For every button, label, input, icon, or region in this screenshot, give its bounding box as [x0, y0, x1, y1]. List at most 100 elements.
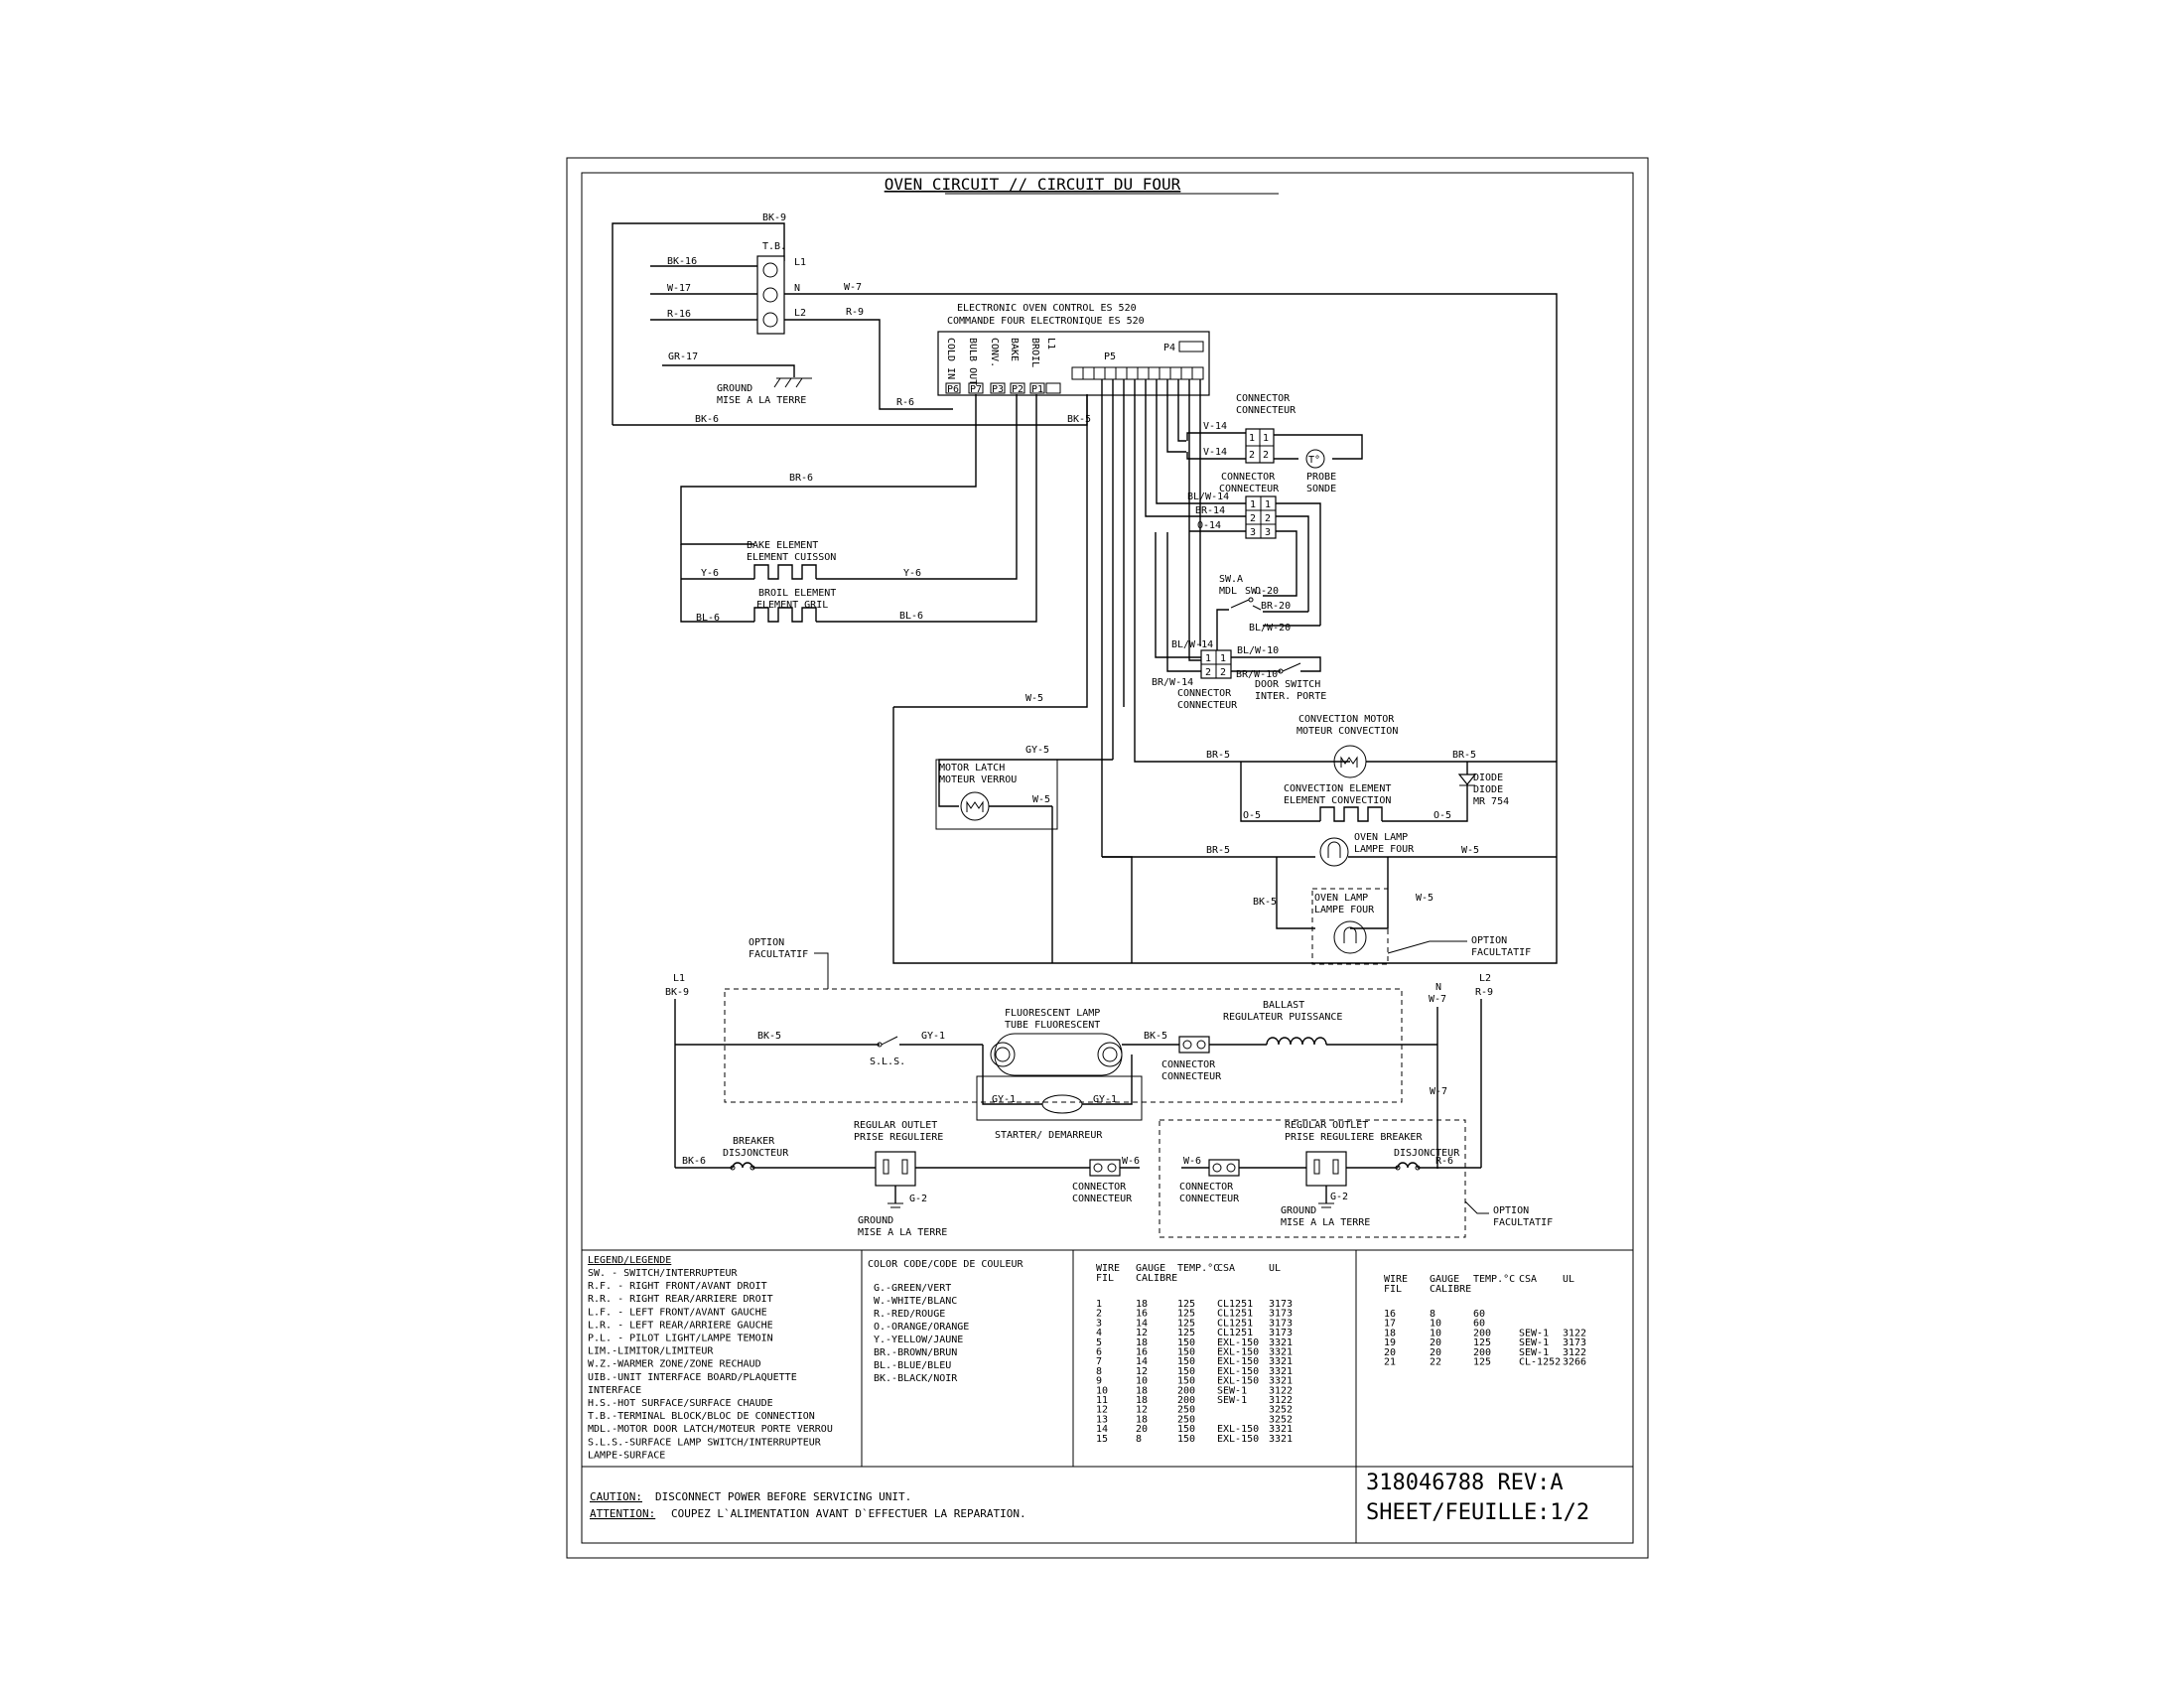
svg-text:CONVECTION ELEMENT: CONVECTION ELEMENT: [1284, 783, 1391, 794]
svg-text:BR-20: BR-20: [1261, 601, 1291, 612]
svg-text:P4: P4: [1163, 343, 1175, 353]
wire-table-cell: SEW-1: [1519, 1347, 1549, 1358]
wire-table-cell: 14: [1136, 1318, 1148, 1329]
wire-table-cell: 150: [1177, 1337, 1195, 1348]
svg-text:CONNECTOR: CONNECTOR: [1179, 1182, 1234, 1193]
svg-text:Y-6: Y-6: [903, 568, 921, 579]
wire-table-cell: 10: [1096, 1385, 1108, 1396]
svg-text:FLUORESCENT LAMP: FLUORESCENT LAMP: [1005, 1008, 1100, 1019]
svg-text:W-5: W-5: [1461, 845, 1479, 856]
wire-table-header: FIL: [1384, 1284, 1402, 1295]
wire-table-cell: EXL-150: [1217, 1424, 1259, 1435]
wire-table-cell: 20: [1136, 1424, 1148, 1435]
wire-table-header: CSA: [1217, 1263, 1235, 1274]
svg-text:T.B.: T.B.: [762, 241, 786, 252]
legend-item: P.L. - PILOT LIGHT/LAMPE TEMOIN: [588, 1334, 773, 1344]
svg-text:CONVECTION MOTOR: CONVECTION MOTOR: [1298, 714, 1395, 725]
wire-table-cell: 10: [1430, 1319, 1441, 1330]
wire-table-cell: 150: [1177, 1347, 1195, 1358]
svg-text:BR/W-14: BR/W-14: [1152, 677, 1193, 688]
svg-text:R-6: R-6: [1435, 1156, 1453, 1167]
color-code: COLOR CODE/CODE DE COULEUR: [868, 1259, 1024, 1270]
color-code-item: R.-RED/ROUGE: [874, 1309, 945, 1320]
wire-table-header: WIRE: [1384, 1274, 1408, 1285]
svg-text:COMMANDE FOUR ELECTRONIQUE ES: COMMANDE FOUR ELECTRONIQUE ES 520: [947, 316, 1145, 327]
svg-text:P2: P2: [1012, 384, 1024, 395]
svg-text:N: N: [1435, 982, 1441, 993]
wire-table-cell: 200: [1177, 1385, 1195, 1396]
wire-table-header: UL: [1269, 1263, 1281, 1274]
svg-text:W-7: W-7: [844, 282, 862, 293]
svg-text:BL/W-14: BL/W-14: [1187, 492, 1229, 502]
wire-table-cell: 200: [1473, 1328, 1491, 1338]
oven-control: ELECTRONIC OVEN CONTROL ES 520 COMMANDE …: [937, 303, 1210, 396]
svg-text:CONNECTEUR: CONNECTEUR: [1161, 1071, 1222, 1082]
svg-text:BK-5: BK-5: [1253, 897, 1277, 908]
svg-text:G-2: G-2: [1330, 1192, 1348, 1202]
svg-text:MISE A LA TERRE: MISE A LA TERRE: [717, 395, 806, 406]
outer-frame: [566, 157, 1649, 1559]
svg-text:MISE A LA TERRE: MISE A LA TERRE: [1281, 1217, 1370, 1228]
wire-table-cell: 16: [1384, 1309, 1396, 1320]
wire-table-cell: 3252: [1269, 1405, 1293, 1416]
legend-item: L.R. - LEFT REAR/ARRIERE GAUCHE: [588, 1320, 773, 1331]
svg-text:BR-14: BR-14: [1195, 505, 1225, 516]
svg-text:BR-5: BR-5: [1452, 750, 1476, 761]
svg-text:DISJONCTEUR: DISJONCTEUR: [1394, 1148, 1460, 1159]
wire-table-cell: 16: [1136, 1347, 1148, 1358]
wire-table-cell: 3122: [1563, 1328, 1586, 1338]
wire-table-cell: 4: [1096, 1328, 1102, 1338]
caution: CAUTION: DISCONNECT POWER BEFORE SERVICI…: [590, 1490, 1026, 1520]
svg-text:BK-9: BK-9: [762, 212, 786, 223]
svg-text:MOTEUR VERROU: MOTEUR VERROU: [939, 774, 1017, 785]
wire-table-cell: 250: [1177, 1405, 1195, 1416]
svg-text:BL/W-14: BL/W-14: [1171, 639, 1213, 650]
svg-text:ELECTRONIC OVEN CONTROL ES 520: ELECTRONIC OVEN CONTROL ES 520: [957, 303, 1137, 314]
svg-text:BK-6: BK-6: [682, 1156, 706, 1167]
svg-text:R-16: R-16: [667, 309, 691, 320]
svg-text:GY-1: GY-1: [1093, 1094, 1117, 1105]
svg-text:W-17: W-17: [667, 283, 691, 294]
legend-item: INTERFACE: [588, 1385, 641, 1396]
wire-table-cell: 3173: [1269, 1318, 1293, 1329]
terminal-block: T.B. L1 N L2: [756, 241, 806, 335]
svg-text:P5: P5: [1104, 352, 1116, 362]
svg-text:BK-5: BK-5: [1144, 1031, 1167, 1042]
wire-table-cell: 20: [1430, 1347, 1441, 1358]
wire-table-cell: 17: [1384, 1319, 1396, 1330]
wire-table-header: FIL: [1096, 1273, 1114, 1284]
wire-table-cell: 20: [1384, 1347, 1396, 1358]
svg-text:W-5: W-5: [1032, 794, 1050, 805]
color-code-item: O.-ORANGE/ORANGE: [874, 1322, 969, 1333]
svg-text:BL/W-10: BL/W-10: [1237, 645, 1279, 656]
svg-text:S.L.S.: S.L.S.: [870, 1056, 905, 1067]
svg-text:MOTOR LATCH: MOTOR LATCH: [939, 763, 1005, 774]
wire-table-cell: 150: [1177, 1434, 1195, 1445]
wire-table-cell: 60: [1473, 1319, 1485, 1330]
wire-table-cell: 3122: [1269, 1395, 1293, 1406]
color-code-item: Y.-YELLOW/JAUNE: [874, 1335, 963, 1345]
color-code-item: BR.-BROWN/BRUN: [874, 1347, 957, 1358]
inner-frame: [581, 172, 1634, 1544]
svg-text:GY-1: GY-1: [921, 1031, 945, 1042]
svg-text:G-2: G-2: [909, 1194, 927, 1204]
wire-table-cell: 125: [1177, 1318, 1195, 1329]
wire-table-cell: 18: [1136, 1414, 1148, 1425]
wire-table-header: CSA: [1519, 1274, 1537, 1285]
wire-table-cell: 12: [1136, 1405, 1148, 1416]
svg-text:CAUTION:: CAUTION:: [590, 1490, 642, 1503]
wire-table-cell: 5: [1096, 1337, 1102, 1348]
wire-table-cell: 19: [1384, 1337, 1396, 1348]
svg-text:BK-6: BK-6: [695, 414, 719, 425]
svg-text:BAKE ELEMENT: BAKE ELEMENT: [747, 540, 818, 551]
svg-text:BR-6: BR-6: [789, 473, 813, 484]
svg-text:V-14: V-14: [1203, 421, 1227, 432]
diagram-title: OVEN CIRCUIT // CIRCUIT DU FOUR: [885, 175, 1181, 194]
svg-text:R-6: R-6: [896, 397, 914, 408]
svg-text:GROUND: GROUND: [717, 383, 752, 394]
svg-text:DISJONCTEUR: DISJONCTEUR: [723, 1148, 789, 1159]
wire-table-cell: 125: [1177, 1299, 1195, 1310]
svg-text:DIODE: DIODE: [1473, 773, 1503, 783]
